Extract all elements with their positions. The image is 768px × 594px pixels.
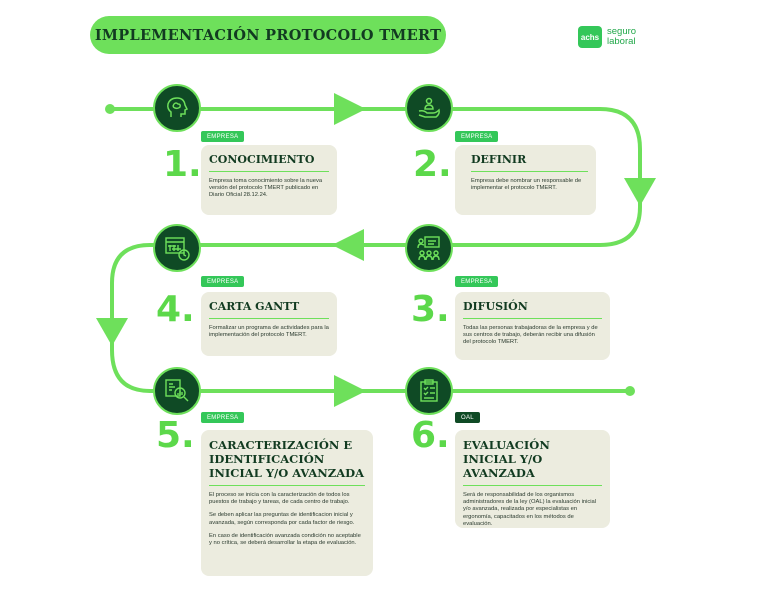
checklist-clipboard-icon — [405, 367, 453, 415]
page-title: IMPLEMENTACIÓN PROTOCOLO TMERT — [90, 16, 446, 54]
card-title-1: CONOCIMIENTO — [209, 153, 329, 172]
card-step-4: CARTA GANTT Formalizar un programa de ac… — [201, 292, 337, 356]
card-title-4: CARTA GANTT — [209, 300, 329, 319]
card-text-4: Formalizar un programa de actividades pa… — [209, 325, 329, 339]
arrow-left-1 — [332, 229, 364, 261]
card-title-5: CARACTERIZACIÓN E IDENTIFICACIÓN INICIAL… — [209, 438, 365, 486]
tag-step-3: EMPRESA — [455, 276, 499, 287]
step-number-1: 1. — [163, 144, 202, 185]
tag-step-6: OAL — [455, 412, 480, 423]
card-step-1: CONOCIMIENTO Empresa toma conocimiento s… — [201, 145, 337, 215]
flow-line — [110, 107, 642, 393]
arrow-down-2 — [96, 318, 128, 346]
logo-line-1: seguro — [607, 26, 637, 37]
card-step-5: CARACTERIZACIÓN E IDENTIFICACIÓN INICIAL… — [201, 430, 373, 576]
card-step-3: DIFUSIÓN Todas las personas trabajadoras… — [455, 292, 610, 360]
card-step-6: EVALUACIÓN INICIAL Y/O AVANZADA Será de … — [455, 430, 610, 528]
tag-step-2: EMPRESA — [455, 131, 499, 142]
card-text-5c: En caso de identificación avanzada condi… — [209, 532, 361, 547]
logo-text: seguro laboral — [607, 27, 636, 47]
card-title-2: DEFINIR — [471, 153, 588, 172]
magnifier-chart-icon — [153, 367, 201, 415]
card-title-3: DIFUSIÓN — [463, 300, 602, 319]
tag-step-1: EMPRESA — [201, 131, 245, 142]
step-number-6: 6. — [411, 415, 450, 456]
card-text-2: Empresa debe nombrar un responsable de i… — [471, 178, 582, 192]
card-step-2: DEFINIR Empresa debe nombrar un responsa… — [455, 145, 596, 215]
step-number-3: 3. — [411, 289, 450, 330]
card-title-6: EVALUACIÓN INICIAL Y/O AVANZADA — [463, 438, 602, 486]
logo-line-2: laboral — [607, 36, 636, 47]
head-brain-icon — [153, 84, 201, 132]
arrow-down-1 — [624, 178, 656, 206]
step-number-4: 4. — [156, 289, 195, 330]
card-text-5b: Se deben aplicar las preguntas de identi… — [209, 512, 355, 526]
card-text-1: Empresa toma conocimiento sobre la nueva… — [209, 178, 323, 199]
logo-mark: achs — [578, 26, 602, 48]
arrow-right-1 — [334, 93, 366, 125]
card-text-3: Todas las personas trabajadoras de la em… — [463, 325, 598, 346]
step-number-5: 5. — [156, 415, 195, 456]
step-number-2: 2. — [413, 144, 452, 185]
achs-logo: achs seguro laboral — [578, 26, 636, 48]
gantt-calendar-icon — [153, 224, 201, 272]
arrow-right-2 — [334, 375, 366, 407]
presentation-group-icon — [405, 224, 453, 272]
tag-step-4: EMPRESA — [201, 276, 245, 287]
card-text-6: Será de responsabilidad de los organismo… — [463, 492, 597, 527]
card-text-5a: El proceso se inicia con la caracterizac… — [209, 492, 350, 506]
tag-step-5: EMPRESA — [201, 412, 245, 423]
flow-start-dot — [105, 104, 115, 114]
hand-person-icon — [405, 84, 453, 132]
flow-end-dot — [625, 386, 635, 396]
